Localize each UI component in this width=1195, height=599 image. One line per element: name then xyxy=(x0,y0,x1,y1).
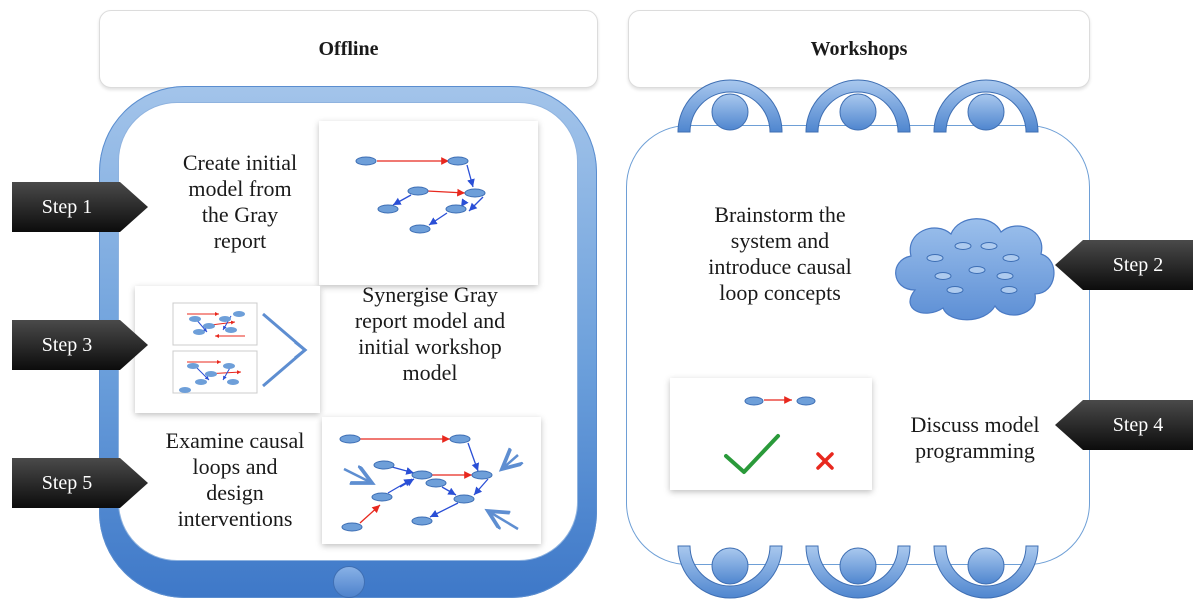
synergise-card xyxy=(135,286,320,413)
offline-header: Offline xyxy=(99,10,598,88)
bottom-bump-2 xyxy=(805,545,911,599)
step-2-label: Step 2 xyxy=(1112,254,1164,276)
brainstorm-text: Brainstorm the system and introduce caus… xyxy=(708,202,852,305)
examine-diagram xyxy=(339,434,541,532)
top-bump-3 xyxy=(933,79,1039,133)
step-1-marker: Step 1 xyxy=(12,180,152,234)
step-3-marker: Step 3 xyxy=(12,318,152,372)
bottom-bump-1 xyxy=(677,545,783,599)
top-bump-1 xyxy=(677,79,783,133)
cross-icon xyxy=(816,452,834,470)
initial-model-diagram xyxy=(355,156,486,234)
offline-title: Offline xyxy=(318,37,379,60)
programming-card xyxy=(670,378,872,490)
workshops-header: Workshops xyxy=(628,10,1090,88)
step-5-label: Step 5 xyxy=(41,472,93,494)
synergise-diagram xyxy=(172,302,308,394)
workshop-panel xyxy=(626,125,1090,565)
initial-model-card xyxy=(319,121,538,285)
create-initial-text: Create initial model from the Gray repor… xyxy=(182,150,298,253)
step-4-marker: Step 4 xyxy=(1053,398,1193,452)
discuss-text: Discuss model programming xyxy=(910,412,1040,463)
synergise-text: Synergise Gray report model and initial … xyxy=(354,282,506,385)
check-icon xyxy=(724,434,780,474)
step-5-marker: Step 5 xyxy=(12,456,152,510)
top-bump-2 xyxy=(805,79,911,133)
step-2-marker: Step 2 xyxy=(1053,238,1193,292)
home-button xyxy=(333,566,365,598)
programming-diagram xyxy=(724,396,834,474)
step-4-label: Step 4 xyxy=(1112,414,1164,436)
workshops-title: Workshops xyxy=(810,37,908,60)
step-1-label: Step 1 xyxy=(41,196,93,218)
cloud-icon xyxy=(895,218,1055,321)
examine-card xyxy=(322,417,541,544)
examine-text: Examine causal loops and design interven… xyxy=(165,428,305,531)
step-3-label: Step 3 xyxy=(41,334,93,356)
bottom-bump-3 xyxy=(933,545,1039,599)
